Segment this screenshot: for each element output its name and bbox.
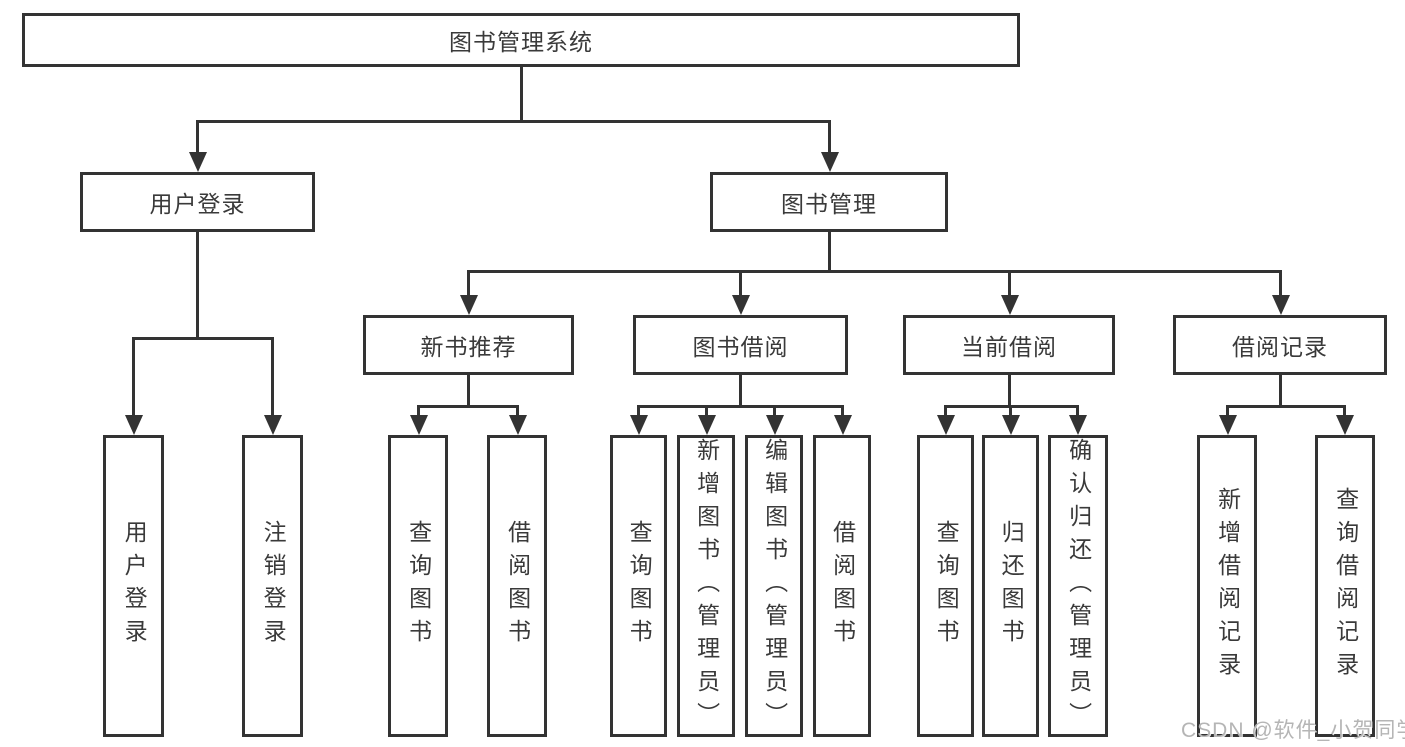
node-label: 图书借阅 [692, 334, 789, 360]
connector-line [467, 270, 1282, 273]
node-book-borrowing: 图书借阅 [633, 315, 848, 375]
arrow-down-connector [944, 405, 947, 415]
node-root-library-system: 图书管理系统 [22, 13, 1020, 67]
node-label: 用户登录 [149, 191, 246, 217]
connector-line [467, 375, 470, 408]
csdn-watermark: CSDN @软件_小贺同学 [1181, 719, 1405, 742]
node-label: 新书推荐 [420, 334, 517, 360]
leaf-query-books-current: 查询图书 [917, 435, 974, 737]
arrow-down-connector [196, 120, 199, 152]
arrow-down-connector [1279, 270, 1282, 295]
leaf-confirm-return-admin: 确认归还（管理员） [1048, 435, 1108, 737]
leaf-label: 用户登录 [121, 520, 148, 652]
arrow-down-connector [1226, 405, 1229, 415]
arrow-down-connector [841, 405, 844, 415]
connector-line [417, 405, 519, 408]
leaf-logout: 注销登录 [242, 435, 303, 737]
node-label: 借阅记录 [1232, 334, 1328, 360]
connector-line [1279, 375, 1282, 408]
leaf-label: 借阅图书 [829, 520, 856, 652]
leaf-add-borrow-record: 新增借阅记录 [1197, 435, 1257, 737]
arrow-down-connector [705, 405, 708, 415]
arrow-down-connector [773, 405, 776, 415]
leaf-query-books-borrow: 查询图书 [610, 435, 667, 737]
leaf-label: 借阅图书 [504, 520, 531, 652]
leaf-label: 新增借阅记录 [1214, 487, 1241, 685]
arrow-down-connector [132, 337, 135, 415]
node-borrowing-records: 借阅记录 [1173, 315, 1387, 375]
node-new-book-recommendation: 新书推荐 [363, 315, 574, 375]
leaf-label: 查询借阅记录 [1332, 487, 1359, 685]
leaf-query-borrow-record: 查询借阅记录 [1315, 435, 1375, 737]
leaf-add-book-admin: 新增图书（管理员） [677, 435, 735, 737]
node-label: 当前借阅 [961, 334, 1057, 360]
connector-line [1008, 375, 1011, 408]
leaf-user-login: 用户登录 [103, 435, 164, 737]
node-user-login-branch: 用户登录 [80, 172, 315, 232]
node-book-management-branch: 图书管理 [710, 172, 948, 232]
node-label: 图书管理系统 [449, 29, 593, 55]
arrow-down-connector [1009, 405, 1012, 415]
connector-line [637, 405, 843, 408]
arrow-down-connector [467, 270, 470, 295]
leaf-borrow-books: 借阅图书 [813, 435, 871, 737]
arrow-down-connector [739, 270, 742, 295]
leaf-borrow-books-recommend: 借阅图书 [487, 435, 547, 737]
connector-line [196, 120, 831, 123]
arrow-down-connector [417, 405, 420, 415]
arrow-down-connector [271, 337, 274, 415]
leaf-edit-book-admin: 编辑图书（管理员） [745, 435, 803, 737]
arrow-down-connector [637, 405, 640, 415]
connector-line [828, 232, 831, 273]
leaf-label: 新增图书（管理员） [693, 438, 720, 735]
leaf-label: 编辑图书（管理员） [761, 438, 788, 735]
connector-line [132, 337, 274, 340]
leaf-label: 确认归还（管理员） [1065, 438, 1092, 735]
connector-line [1226, 405, 1345, 408]
leaf-label: 注销登录 [260, 520, 287, 652]
leaf-label: 查询图书 [933, 520, 960, 652]
connector-line [520, 67, 523, 123]
arrow-down-connector [1008, 270, 1011, 295]
leaf-return-book: 归还图书 [982, 435, 1039, 737]
connector-line [739, 375, 742, 408]
leaf-label: 归还图书 [998, 520, 1025, 652]
leaf-label: 查询图书 [405, 520, 432, 652]
arrow-down-connector [1076, 405, 1079, 415]
arrow-down-connector [516, 405, 519, 415]
connector-line [196, 232, 199, 340]
arrow-down-connector [828, 120, 831, 152]
node-current-borrowing: 当前借阅 [903, 315, 1115, 375]
leaf-label: 查询图书 [626, 520, 653, 652]
arrow-down-connector [1343, 405, 1346, 415]
node-label: 图书管理 [781, 191, 877, 217]
leaf-query-books-recommend: 查询图书 [388, 435, 448, 737]
